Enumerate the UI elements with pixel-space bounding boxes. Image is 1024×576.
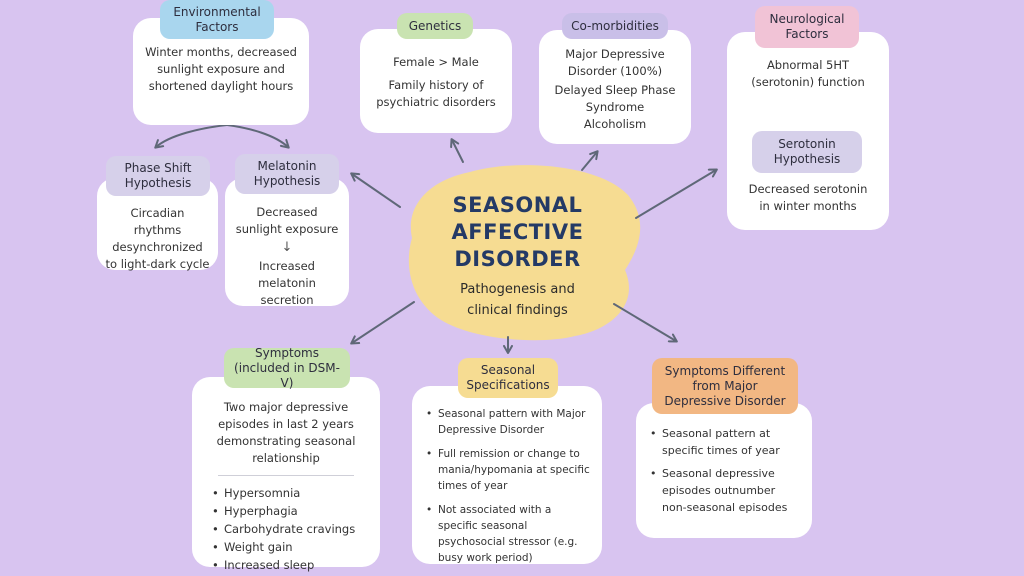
serotonin-hypothesis-tag: Serotonin Hypothesis bbox=[752, 131, 862, 173]
genetics-card: Female > Male Family history of psychiat… bbox=[360, 29, 512, 133]
symptom-item: Hypersomnia bbox=[210, 484, 368, 502]
specifications-card: Seasonal pattern with Major Depressive D… bbox=[412, 386, 602, 564]
symptoms-card: Two major depressive episodes in last 2 … bbox=[192, 377, 380, 574]
genetics-line2: Family history of psychiatric disorders bbox=[376, 78, 496, 109]
center-title: SEASONAL AFFECTIVE DISORDER bbox=[451, 193, 584, 271]
symptoms-tag: Symptoms (included in DSM-V) bbox=[224, 346, 350, 390]
specification-item: Full remission or change to mania/hypoma… bbox=[424, 446, 590, 494]
genetics-line1: Female > Male bbox=[393, 55, 479, 69]
melatonin-tag: Melatonin Hypothesis bbox=[235, 154, 339, 194]
specifications-list: Seasonal pattern with Major Depressive D… bbox=[424, 406, 590, 566]
comorbidities-line3: Alcoholism bbox=[583, 117, 647, 131]
genetics-tag: Genetics bbox=[397, 13, 473, 39]
neurological-line1: Abnormal 5HT (serotonin) function bbox=[751, 58, 865, 89]
neurological-tag: Neurological Factors bbox=[755, 6, 859, 48]
arrow-to-environmental bbox=[350, 172, 401, 208]
arrow-to-neurological bbox=[635, 168, 718, 219]
arrow-env-to-melatonin bbox=[226, 124, 290, 149]
melatonin-line2: Increased melatonin secretion bbox=[258, 259, 316, 307]
melatonin-card: Decreased sunlight exposure ↓ Increased … bbox=[225, 178, 349, 307]
melatonin-line1: Decreased sunlight exposure bbox=[235, 205, 339, 236]
neurological-line2: Decreased serotonin in winter months bbox=[748, 182, 868, 213]
different-tag: Symptoms Different from Major Depressive… bbox=[652, 358, 798, 414]
comorbidities-tag: Co-morbidities bbox=[562, 13, 668, 39]
comorbidities-card: Major Depressive Disorder (100%) Delayed… bbox=[539, 30, 691, 144]
specification-item: Not associated with a specific seasonal … bbox=[424, 502, 590, 566]
different-card: Seasonal pattern at specific times of ye… bbox=[636, 403, 812, 538]
comorbidities-line1: Major Depressive Disorder (100%) bbox=[565, 47, 665, 78]
symptom-item: Weight gain bbox=[210, 538, 368, 556]
melatonin-down-arrow: ↓ bbox=[281, 240, 293, 255]
environmental-tag: Environmental Factors bbox=[160, 0, 274, 39]
different-item: Seasonal depressive episodes outnumber n… bbox=[648, 465, 800, 516]
center-blob bbox=[408, 165, 641, 341]
phase-shift-text: Circadian rhythms desynchronized to ligh… bbox=[105, 206, 210, 271]
specification-item: Seasonal pattern with Major Depressive D… bbox=[424, 406, 590, 438]
symptoms-intro: Two major depressive episodes in last 2 … bbox=[216, 400, 356, 465]
symptoms-list: Hypersomnia Hyperphagia Carbohydrate cra… bbox=[204, 484, 368, 574]
symptom-item: Increased sleep bbox=[210, 556, 368, 574]
comorbidities-line2: Delayed Sleep Phase Syndrome bbox=[554, 83, 676, 114]
different-list: Seasonal pattern at specific times of ye… bbox=[648, 425, 800, 516]
different-item: Seasonal pattern at specific times of ye… bbox=[648, 425, 800, 459]
symptom-item: Carbohydrate cravings bbox=[210, 520, 368, 538]
phase-shift-tag: Phase Shift Hypothesis bbox=[106, 156, 210, 196]
arrow-to-comorbidities bbox=[581, 150, 599, 171]
symptoms-divider bbox=[218, 475, 354, 476]
arrow-env-to-phase bbox=[154, 124, 228, 149]
neurological-line2-box: Decreased serotonin in winter months bbox=[745, 181, 871, 217]
arrow-to-genetics bbox=[450, 138, 464, 163]
arrow-to-different bbox=[613, 303, 678, 343]
specifications-tag: Seasonal Specifications bbox=[458, 358, 558, 398]
symptom-item: Hyperphagia bbox=[210, 502, 368, 520]
center-subtitle: Pathogenesis and clinical findings bbox=[460, 282, 575, 318]
arrow-to-symptoms bbox=[350, 301, 415, 345]
environmental-text: Winter months, decreased sunlight exposu… bbox=[145, 45, 297, 93]
